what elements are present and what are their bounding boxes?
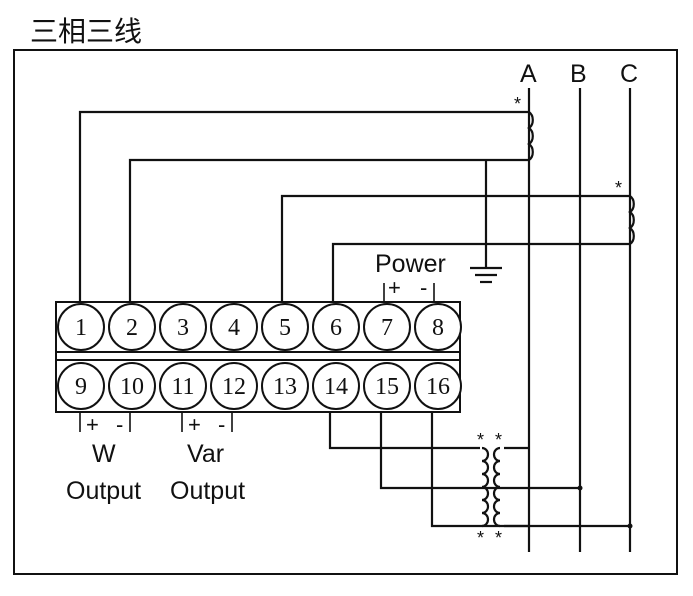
terminal-3 bbox=[159, 303, 207, 351]
var-output-minus-sign: - bbox=[218, 412, 225, 437]
junction-dot-c bbox=[627, 523, 633, 529]
wire-terminal-5 bbox=[280, 194, 630, 304]
terminal-8 bbox=[414, 303, 462, 351]
phase-label-b: B bbox=[570, 60, 587, 88]
terminal-number: 3 bbox=[177, 315, 189, 341]
terminal-9 bbox=[57, 362, 105, 410]
terminal-10 bbox=[108, 362, 156, 410]
power-label: Power bbox=[375, 250, 446, 278]
power-plus-sign: + bbox=[388, 275, 401, 300]
current-transformer-a: * bbox=[514, 94, 534, 161]
terminal-number: 16 bbox=[426, 374, 450, 400]
terminal-16 bbox=[414, 362, 462, 410]
terminal-number: 9 bbox=[75, 374, 87, 400]
polarity-star: * bbox=[495, 528, 502, 548]
terminal-number: 5 bbox=[279, 315, 291, 341]
current-transformer-c: * bbox=[615, 178, 635, 245]
var-output-label: Output bbox=[170, 477, 245, 505]
var-output-plus-sign: + bbox=[188, 412, 201, 437]
voltage-transformers: * * * * bbox=[477, 430, 502, 548]
terminal-number: 15 bbox=[375, 374, 399, 400]
var-output-name: Var bbox=[187, 440, 224, 468]
polarity-star: * bbox=[495, 430, 502, 450]
terminal-6 bbox=[312, 303, 360, 351]
polarity-star: * bbox=[477, 430, 484, 450]
terminal-number: 8 bbox=[432, 315, 444, 341]
power-minus-sign: - bbox=[420, 275, 427, 300]
terminal-15 bbox=[363, 362, 411, 410]
terminal-7 bbox=[363, 303, 411, 351]
phase-label-a: A bbox=[520, 60, 537, 88]
terminal-number: 7 bbox=[381, 315, 393, 341]
w-output-label: Output bbox=[66, 477, 141, 505]
terminal-number: 10 bbox=[120, 374, 144, 400]
terminal-1 bbox=[57, 303, 105, 351]
polarity-star: * bbox=[615, 178, 622, 198]
polarity-star: * bbox=[477, 528, 484, 548]
wire-terminal-6 bbox=[331, 242, 630, 304]
diagram-frame bbox=[13, 49, 678, 575]
terminal-5 bbox=[261, 303, 309, 351]
wire-terminal-1 bbox=[78, 110, 529, 304]
terminal-number: 1 bbox=[75, 315, 87, 341]
terminal-12 bbox=[210, 362, 258, 410]
terminal-2 bbox=[108, 303, 156, 351]
wire-terminal-15 bbox=[379, 412, 580, 490]
junction-dot-b bbox=[577, 485, 583, 491]
terminal-13 bbox=[261, 362, 309, 410]
terminal-11 bbox=[159, 362, 207, 410]
terminal-number: 14 bbox=[324, 374, 348, 400]
diagram-title: 三相三线 bbox=[30, 15, 143, 48]
terminal-number: 13 bbox=[273, 374, 297, 400]
w-output-name: W bbox=[92, 440, 116, 468]
terminal-number: 4 bbox=[228, 315, 240, 341]
ground-symbol bbox=[470, 160, 502, 284]
phase-label-c: C bbox=[620, 60, 638, 88]
wire-terminal-16 bbox=[430, 412, 630, 528]
terminal-number: 12 bbox=[222, 374, 246, 400]
wire-terminal-2 bbox=[128, 158, 529, 304]
terminal-number: 6 bbox=[330, 315, 342, 341]
terminal-14 bbox=[312, 362, 360, 410]
terminal-number: 11 bbox=[171, 374, 194, 400]
wire-terminal-14 bbox=[328, 412, 480, 450]
terminal-4 bbox=[210, 303, 258, 351]
terminal-number: 2 bbox=[126, 315, 138, 341]
w-output-minus-sign: - bbox=[116, 412, 123, 437]
w-output-plus-sign: + bbox=[86, 412, 99, 437]
polarity-star: * bbox=[514, 94, 521, 114]
